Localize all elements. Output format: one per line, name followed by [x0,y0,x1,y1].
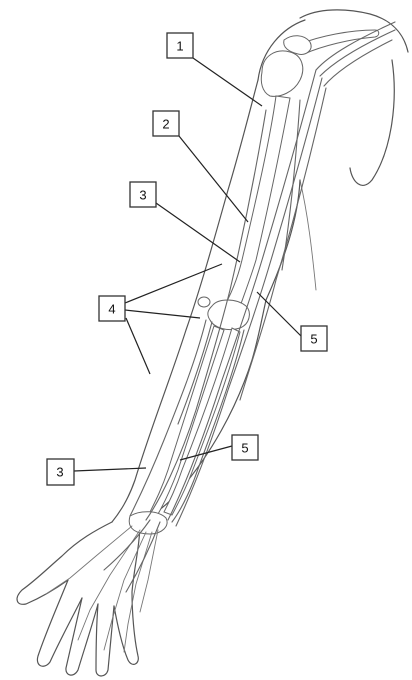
leader-3-upper [156,203,240,262]
label-3-upper-text: 3 [139,188,146,203]
label-1-text: 1 [176,39,183,54]
leader-4-to-elbow [125,310,200,318]
leader-2 [179,136,248,222]
leader-4-to-forearm [126,318,150,374]
label-3-lower-text: 3 [56,465,63,480]
bones [46,30,379,652]
label-3-upper: 3 [130,182,156,207]
label-3-lower: 3 [47,459,74,485]
label-2: 2 [153,111,179,136]
vessels [104,22,395,592]
leader-1 [193,58,262,106]
label-5-lower-text: 5 [241,441,248,456]
label-4: 4 [99,296,125,321]
label-2-text: 2 [162,117,169,132]
label-4-text: 4 [108,302,115,317]
leader-3-lower [74,468,146,471]
label-5-lower: 5 [232,435,258,460]
label-5-upper: 5 [301,326,327,351]
label-1: 1 [167,33,193,58]
leader-4-to-upper [125,264,222,303]
label-5-upper-text: 5 [310,332,317,347]
